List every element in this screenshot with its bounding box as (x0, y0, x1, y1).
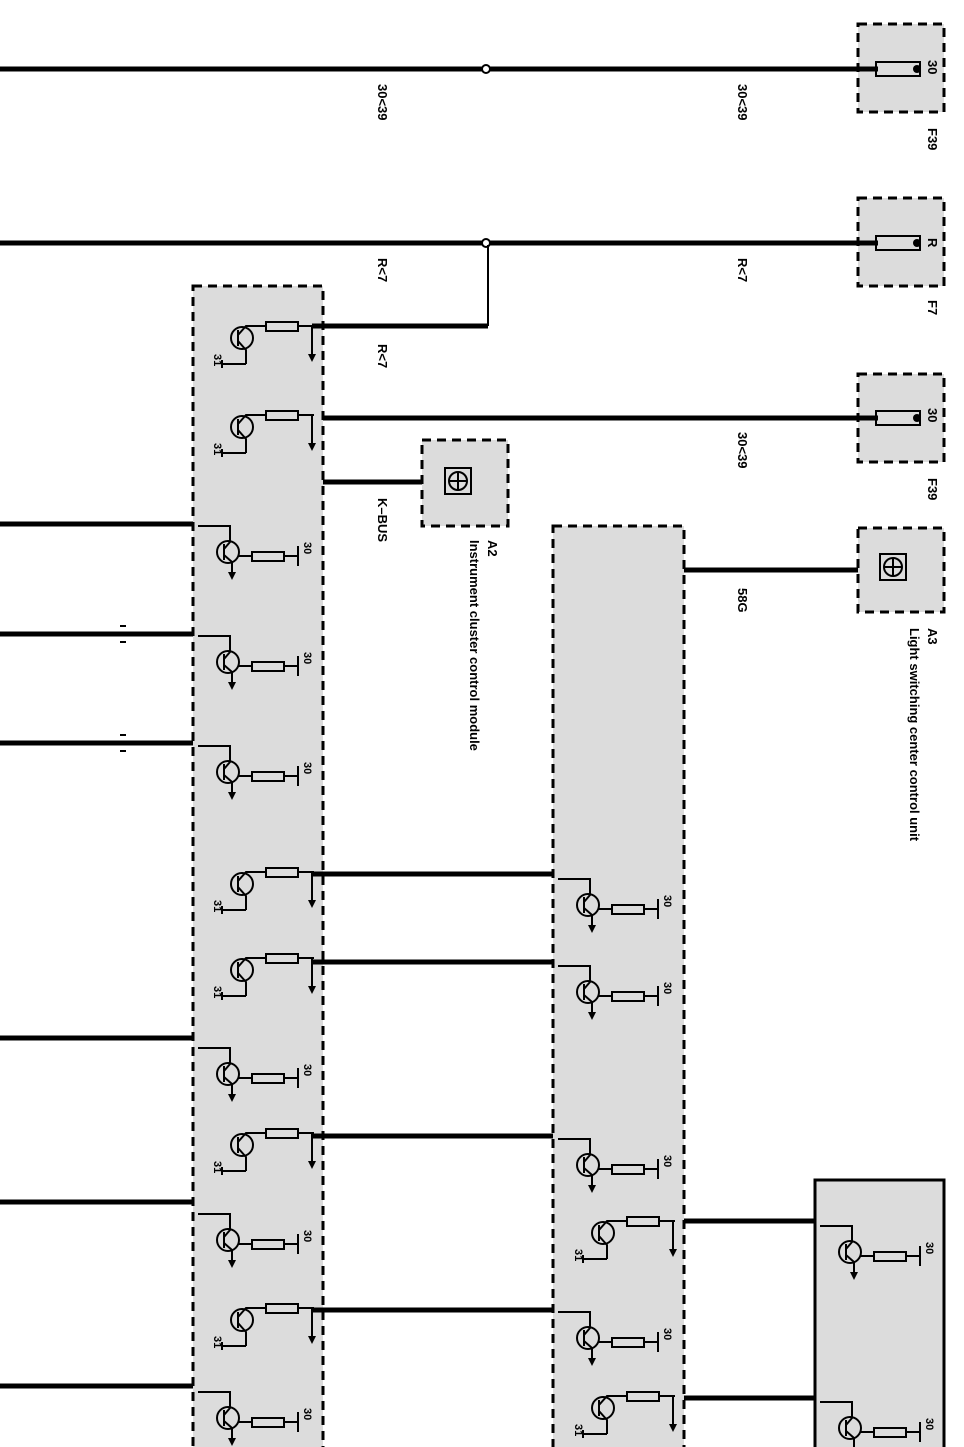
left-block-output-stage-2 (198, 635, 299, 690)
center-block-input-stage-1 (582, 1216, 677, 1263)
left-block-output-stage-1 (198, 525, 299, 580)
left-block-input-stage-4 (221, 953, 316, 1000)
left-block-output-stage-6 (198, 1391, 299, 1446)
center-block-supply-pin-1: 30 (661, 895, 673, 907)
left-block-input-stage-5 (221, 1128, 316, 1175)
left-block-ground-pin-3: 31 (211, 900, 223, 912)
module-right-block (813, 1178, 946, 1447)
left-block-supply-pin-1: 30 (301, 542, 313, 554)
wire-label-30-39-top-right: 30<39 (735, 84, 750, 121)
wire-label-r7-right: R<7 (735, 258, 750, 282)
left-block-supply-pin-5: 30 (301, 1230, 313, 1242)
right-block-supply-pin-2: 30 (923, 1418, 935, 1430)
module-a2-name: Instrument cluster control module (467, 540, 482, 751)
wire-label-30-39-top-left: 30<39 (375, 84, 390, 121)
center-block-input-stage-2 (582, 1391, 677, 1438)
left-block-output-stage-3 (198, 745, 299, 800)
wire-label-30-39-mid: 30<39 (735, 432, 750, 469)
left-block-input-stage-6 (221, 1303, 316, 1350)
left-block-input-stage-3 (221, 867, 316, 914)
fuse-f39-mid-pin: 30 (925, 408, 940, 422)
center-block-supply-pin-3: 30 (661, 1155, 673, 1167)
left-block-output-stage-5 (198, 1213, 299, 1268)
left-block-supply-pin-4: 30 (301, 1064, 313, 1076)
module-a3-name: Light switching center control unit (907, 628, 922, 842)
fuse-f7-pin: R (925, 238, 940, 248)
left-block-supply-pin-3: 30 (301, 762, 313, 774)
left-block-input-stage-1 (221, 321, 316, 368)
left-block-supply-pin-6: 30 (301, 1408, 313, 1420)
fuse-f39-mid: 30 F39 (856, 372, 946, 500)
left-block-supply-pin-2: 30 (301, 652, 313, 664)
center-block-supply-pin-2: 30 (661, 982, 673, 994)
fuse-f7-id: F7 (925, 300, 940, 315)
right-block-output-stage-2 (820, 1401, 921, 1447)
fuse-f39-top: 30 F39 (856, 22, 946, 150)
center-block-supply-pin-4: 30 (661, 1328, 673, 1340)
left-block-ground-pin-4: 31 (211, 986, 223, 998)
left-block-ground-pin-5: 31 (211, 1161, 223, 1173)
wire-label-58g: 58G (735, 588, 750, 613)
wire-marks (120, 625, 126, 752)
right-block-output-stage-1 (820, 1225, 921, 1280)
center-block-output-stage-3 (558, 1138, 659, 1193)
center-block-ground-pin-1: 31 (572, 1249, 584, 1261)
module-a2: A2 Instrument cluster control module (420, 438, 510, 751)
center-block-output-stage-2 (558, 965, 659, 1020)
module-a3: A3 Light switching center control unit (856, 526, 946, 842)
wire-splice-top (481, 64, 491, 74)
fuse-f39-top-pin: 30 (925, 60, 940, 74)
module-left-block (191, 284, 325, 1447)
center-block-output-stage-4 (558, 1311, 659, 1366)
fuse-f39-mid-id: F39 (925, 478, 940, 500)
transistor-stages: 31 31 31 31 31 31 30 30 30 30 30 30 30 30 30 30 31 31 30 30 (198, 321, 935, 1447)
left-block-ground-pin-6: 31 (211, 1336, 223, 1348)
left-block-input-stage-2 (221, 410, 316, 457)
module-a3-id: A3 (925, 628, 940, 645)
fuse-f39-top-id: F39 (925, 128, 940, 150)
module-center-block (551, 524, 686, 1447)
wire-label-r7-left: R<7 (375, 258, 390, 282)
left-block-ground-pin-1: 31 (211, 354, 223, 366)
wire-label-k-bus: K–BUS (375, 498, 390, 542)
fuse-f7: R F7 (856, 196, 946, 315)
left-block-ground-pin-2: 31 (211, 443, 223, 455)
left-block-output-stage-4 (198, 1047, 299, 1102)
center-block-ground-pin-2: 31 (572, 1424, 584, 1436)
wire-label-r7-branch: R<7 (375, 344, 390, 368)
module-a2-id: A2 (485, 540, 500, 557)
right-block-supply-pin-1: 30 (923, 1242, 935, 1254)
center-block-output-stage-1 (558, 878, 659, 933)
